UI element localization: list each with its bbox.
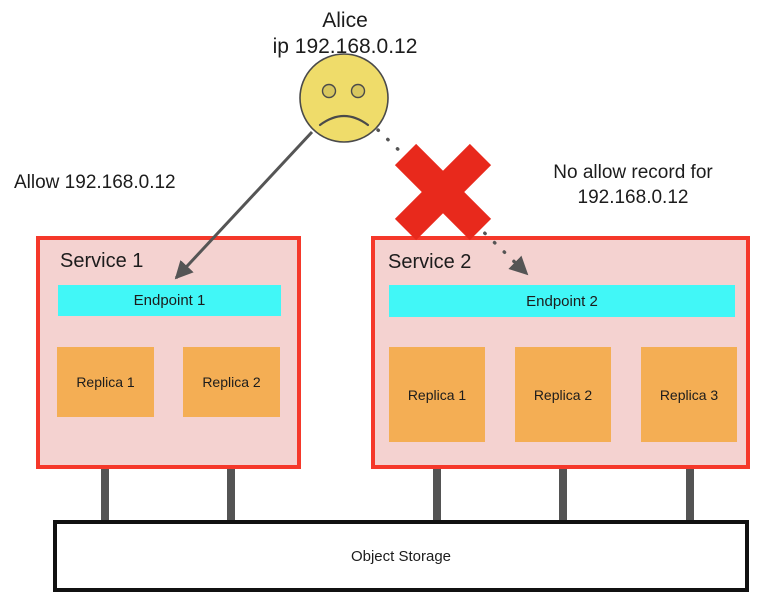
pipe-s2-r2-lower (559, 441, 567, 524)
endpoint-box-2[interactable]: Endpoint 2 (389, 285, 735, 317)
pipe-s1-r1-lower (101, 416, 109, 524)
sad-face-icon (299, 53, 389, 143)
allow-annotation: Allow 192.168.0.12 (14, 172, 176, 193)
pipe-s2-r1-lower (433, 441, 441, 524)
deny-annotation: No allow record for 192.168.0.12 (553, 162, 713, 208)
actor-ip: ip 192.168.0.12 (272, 35, 418, 58)
replica-box-1-1[interactable]: Replica 1 (57, 347, 154, 417)
endpoint-box-1[interactable]: Endpoint 1 (58, 285, 281, 316)
replica-box-2-1[interactable]: Replica 1 (389, 347, 485, 442)
replica-box-2-2[interactable]: Replica 2 (515, 347, 611, 442)
actor-label: Alice ip 192.168.0.12 (245, 8, 445, 60)
actor-name: Alice (322, 9, 368, 32)
service-title-2: Service 2 (388, 251, 472, 273)
object-storage-box[interactable]: Object Storage (53, 520, 749, 592)
replica-box-1-2[interactable]: Replica 2 (183, 347, 280, 417)
service-title-1: Service 1 (60, 250, 144, 272)
replica-box-2-3[interactable]: Replica 3 (641, 347, 737, 442)
pipe-s1-r2-lower (227, 416, 235, 524)
pipe-s2-r3-lower (686, 441, 694, 524)
